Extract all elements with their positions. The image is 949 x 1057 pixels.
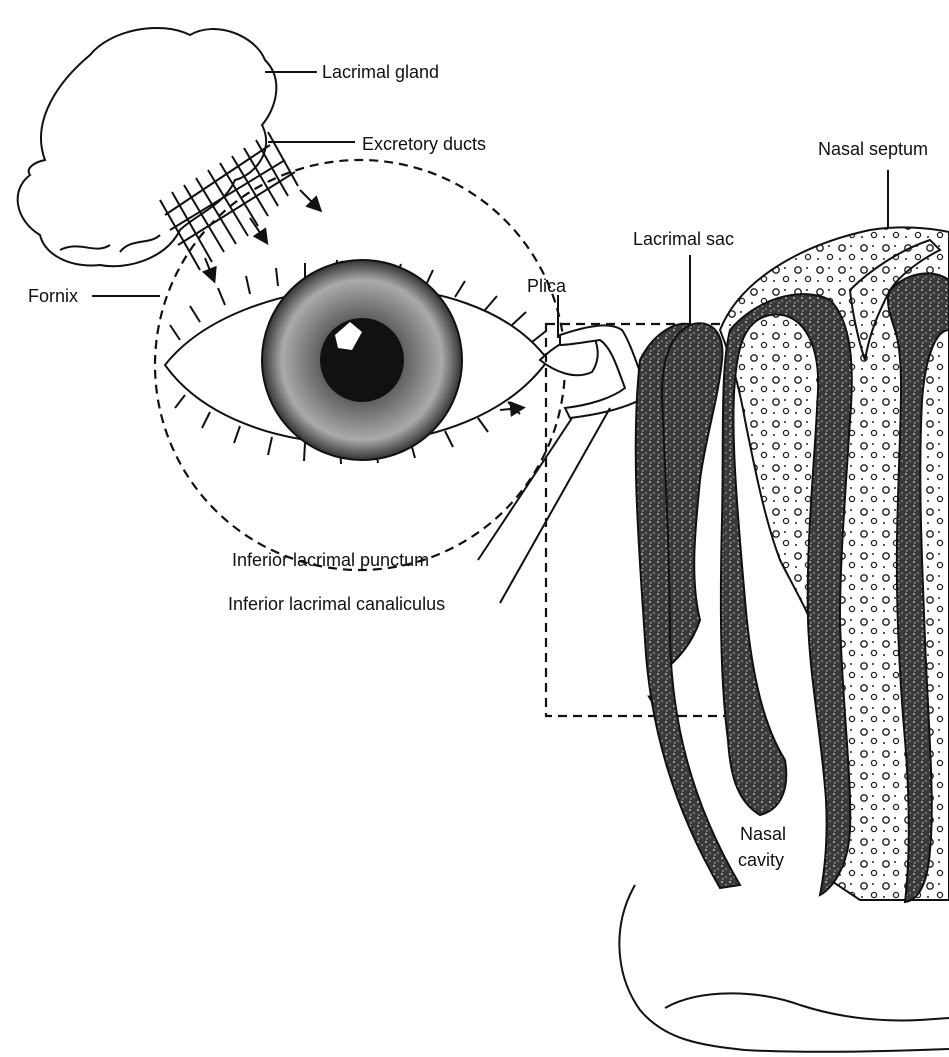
label-inferior-punctum: Inferior lacrimal punctum: [232, 550, 429, 570]
label-plica: Plica: [527, 276, 567, 296]
nose-outline: [619, 885, 949, 1052]
label-inferior-canaliculus: Inferior lacrimal canaliculus: [228, 594, 445, 614]
lacrimal-gland: [18, 28, 277, 266]
nostril-outline: [665, 993, 949, 1020]
leader-inferior-canaliculus: [500, 408, 610, 603]
label-lacrimal-gland: Lacrimal gland: [322, 62, 439, 82]
tear-flow-arrows: [205, 190, 676, 705]
label-nasal-septum: Nasal septum: [818, 139, 928, 159]
label-lacrimal-sac: Lacrimal sac: [633, 229, 734, 249]
label-cavity: cavity: [738, 850, 784, 870]
label-excretory-ducts: Excretory ducts: [362, 134, 486, 154]
pupil: [320, 318, 404, 402]
label-fornix: Fornix: [28, 286, 78, 306]
label-nasal: Nasal: [740, 824, 786, 844]
leader-inferior-punctum: [478, 418, 572, 560]
nasal-structures: [636, 227, 949, 902]
